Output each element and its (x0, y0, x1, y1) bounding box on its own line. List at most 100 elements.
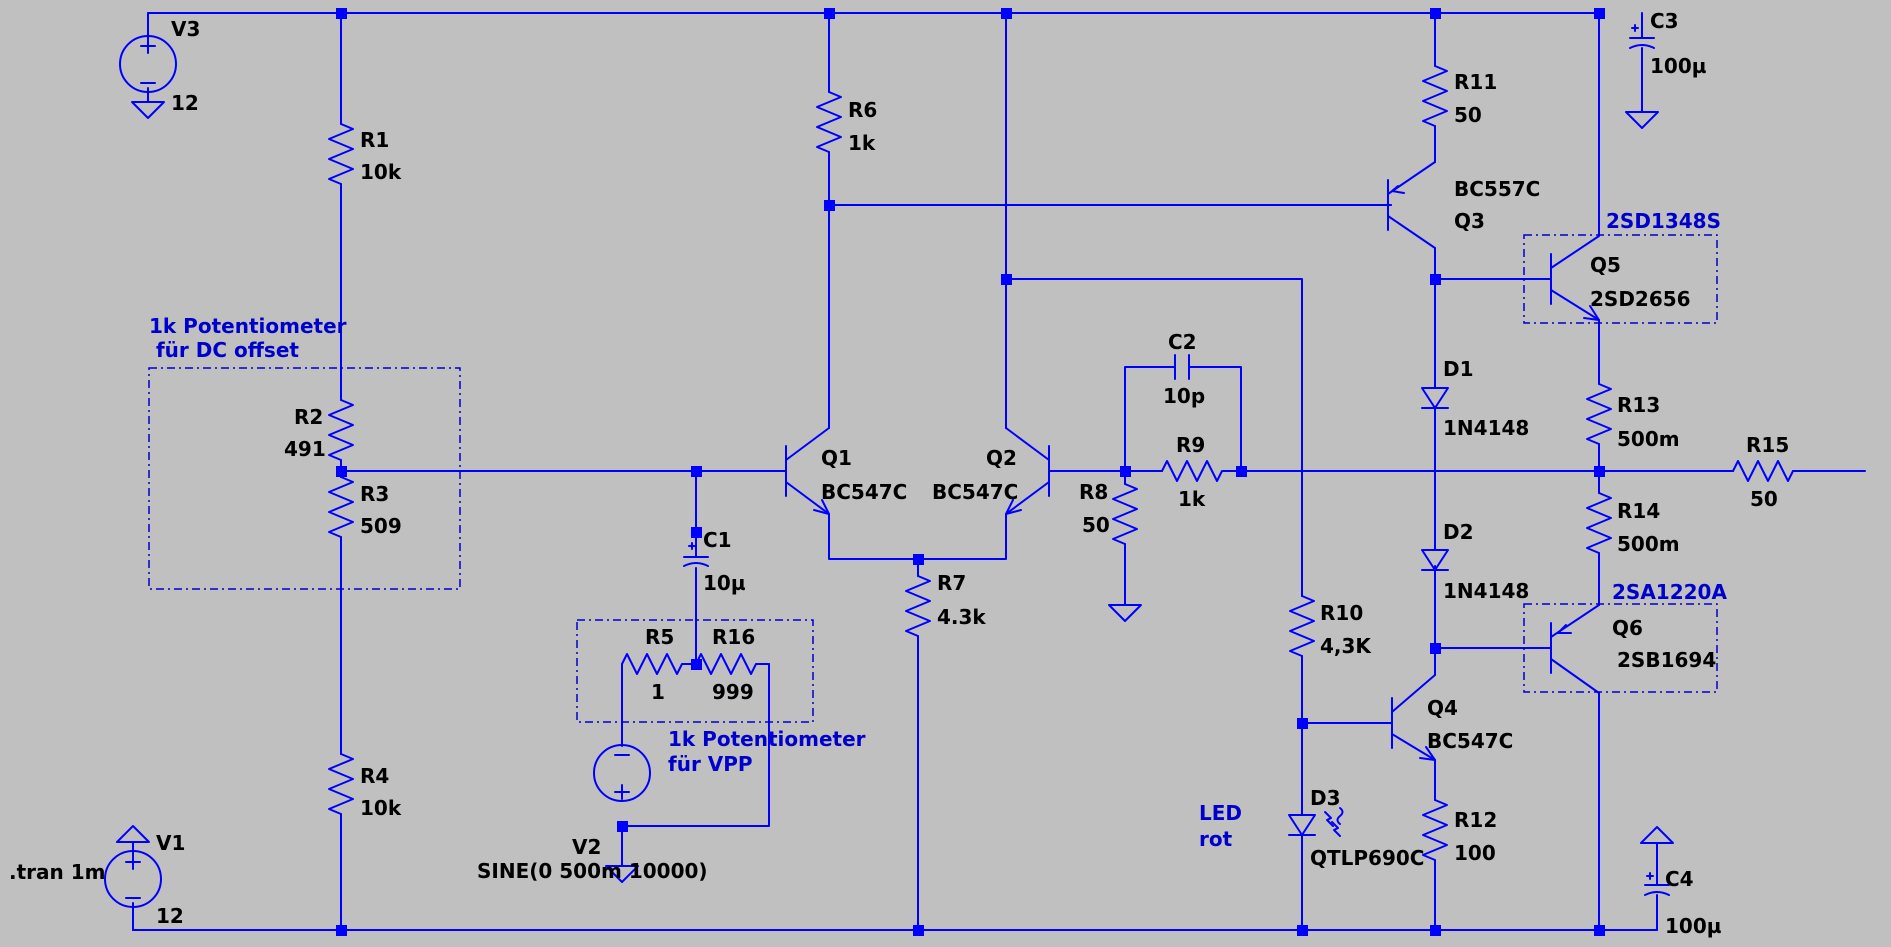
q2-value: BC547C (932, 480, 1018, 504)
source-v3[interactable] (119, 35, 177, 93)
resistor-r7[interactable] (905, 575, 931, 637)
q5-alt-label: 2SD1348S (1606, 209, 1721, 233)
capacitor-c4[interactable] (1644, 872, 1670, 896)
resistor-r12[interactable] (1422, 799, 1448, 861)
r14-name: R14 (1617, 499, 1660, 523)
r12-name: R12 (1454, 808, 1497, 832)
r11-name: R11 (1454, 70, 1497, 94)
r2-value: 491 (284, 437, 326, 461)
led-d3[interactable] (1288, 807, 1344, 842)
resistor-r4[interactable] (328, 753, 354, 815)
ground-icon (605, 865, 639, 883)
d1-name: D1 (1443, 357, 1474, 381)
c3-name: C3 (1650, 9, 1679, 33)
resistor-r13[interactable] (1586, 383, 1612, 445)
diodes (1288, 379, 1449, 842)
q5-value: 2SD2656 (1590, 287, 1691, 311)
r2-name: R2 (294, 405, 323, 429)
pot-dc-comment-line2: für DC offset (149, 338, 299, 362)
r15-name: R15 (1746, 433, 1789, 457)
ground-symbols (116, 101, 1674, 883)
diode-d2[interactable] (1421, 537, 1449, 571)
r6-value: 1k (848, 131, 876, 155)
source-v1[interactable] (104, 850, 162, 908)
wires (132, 12, 1866, 931)
resistor-r5[interactable] (621, 653, 697, 675)
q6-alt-label: 2SA1220A (1612, 580, 1727, 604)
ground-icon (1625, 111, 1659, 129)
r1-value: 10k (360, 160, 402, 184)
resistor-r14[interactable] (1586, 492, 1612, 554)
q1-name: Q1 (821, 446, 852, 470)
r16-value: 999 (712, 680, 754, 704)
resistor-r10[interactable] (1289, 595, 1315, 657)
transistor-q6[interactable] (1544, 604, 1600, 694)
supply-icon (1640, 826, 1674, 844)
ground-icon (131, 101, 165, 119)
resistor-r11[interactable] (1422, 65, 1448, 127)
resistor-r6[interactable] (816, 91, 842, 153)
q2-name: Q2 (986, 446, 1017, 470)
r13-value: 500m (1617, 427, 1680, 451)
d1-value: 1N4148 (1443, 416, 1529, 440)
r9-name: R9 (1176, 433, 1205, 457)
ground-icon (1108, 604, 1142, 622)
led-comment-line1: LED (1199, 801, 1242, 825)
d3-name: D3 (1310, 786, 1341, 810)
resistor-r16[interactable] (695, 653, 770, 675)
q4-name: Q4 (1427, 696, 1458, 720)
q3-name: Q3 (1454, 209, 1485, 233)
led-comment-line2: rot (1199, 827, 1233, 851)
c3-value: 100µ (1650, 54, 1707, 78)
r10-name: R10 (1320, 601, 1363, 625)
resistor-r1[interactable] (328, 123, 354, 185)
q6-name: Q6 (1612, 616, 1643, 640)
capacitor-c3[interactable] (1629, 24, 1655, 49)
r8-value: 50 (1082, 513, 1110, 537)
r5-name: R5 (645, 625, 674, 649)
resistor-symbols (328, 65, 1794, 861)
r9-value: 1k (1178, 487, 1206, 511)
q6-value: 2SB1694 (1617, 648, 1716, 672)
transistor-q3[interactable] (1387, 161, 1436, 249)
c4-name: C4 (1665, 867, 1694, 891)
r12-value: 100 (1454, 841, 1496, 865)
q4-value: BC547C (1427, 729, 1513, 753)
q6-alt-box (1523, 603, 1718, 693)
transistor-q4[interactable] (1386, 674, 1436, 761)
pot-dc-comment-line1: 1k Potentiometer (149, 314, 347, 338)
q1-value: BC547C (821, 480, 907, 504)
capacitor-c2[interactable] (1174, 354, 1190, 380)
labels: V3 12 V1 12 .tran 1m V2 SINE(0 500m 1000… (9, 9, 1789, 938)
supply-icon (116, 825, 150, 843)
tran-directive[interactable]: .tran 1m (9, 860, 105, 884)
r15-value: 50 (1750, 487, 1778, 511)
resistor-r2[interactable] (328, 399, 354, 461)
v2-name: V2 (572, 835, 601, 859)
v3-value: 12 (171, 91, 199, 115)
r4-value: 10k (360, 796, 402, 820)
pot-vpp-box (576, 619, 814, 723)
resistor-r15[interactable] (1732, 460, 1794, 482)
resistor-r8[interactable] (1112, 483, 1138, 545)
resistor-r9[interactable] (1161, 460, 1223, 482)
r7-name: R7 (937, 571, 966, 595)
v1-value: 12 (156, 904, 184, 928)
c2-name: C2 (1168, 330, 1197, 354)
source-v2[interactable] (593, 744, 651, 802)
transistor-q5[interactable] (1544, 189, 1600, 321)
transistor-q2[interactable] (1005, 427, 1059, 515)
resistor-r3[interactable] (328, 476, 354, 538)
r3-value: 509 (360, 514, 402, 538)
d3-value: QTLP690C (1310, 846, 1424, 870)
pot-vpp-comment-line2: für VPP (668, 752, 753, 776)
r5-value: 1 (651, 680, 665, 704)
v2-value: SINE(0 500m 10000) (477, 859, 708, 883)
diode-d1[interactable] (1421, 379, 1449, 409)
transistor-q1[interactable] (777, 427, 830, 515)
r3-name: R3 (360, 482, 389, 506)
junction-nodes (336, 8, 1605, 936)
r1-name: R1 (360, 128, 389, 152)
c4-value: 100µ (1665, 914, 1722, 938)
